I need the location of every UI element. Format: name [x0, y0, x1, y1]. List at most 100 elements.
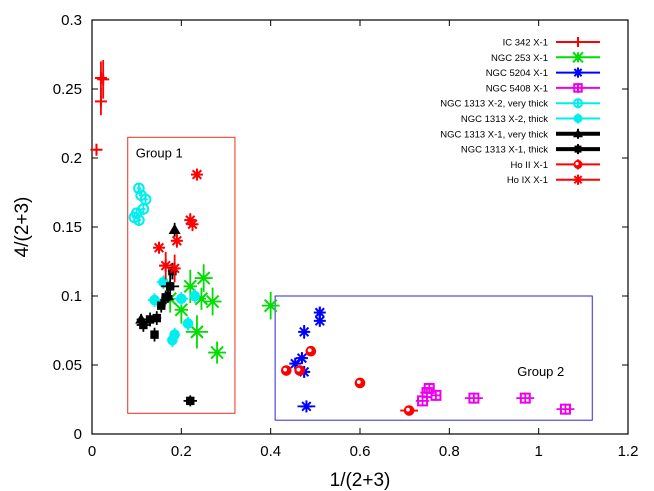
marker: [174, 303, 189, 317]
series-3: [289, 306, 326, 413]
marker: [157, 301, 166, 310]
series-10: [153, 168, 203, 283]
data-point: [295, 352, 308, 365]
y-tick-label: 0.05: [53, 357, 82, 374]
group-box-2: [274, 295, 593, 421]
marker: [176, 293, 187, 305]
marker: [263, 298, 278, 313]
data-point: [136, 318, 151, 332]
series-4: [415, 382, 575, 415]
marker: [573, 67, 583, 78]
legend-item: NGC 5408 X-1: [486, 82, 600, 94]
marker: [573, 128, 583, 138]
marker: [430, 389, 442, 401]
x-tick-label: 0.6: [350, 443, 371, 460]
data-point: [423, 382, 435, 394]
marker: [186, 396, 195, 406]
marker: [572, 51, 584, 64]
marker: [559, 403, 571, 415]
data-point: [168, 254, 181, 283]
marker: [90, 143, 103, 156]
data-point: [133, 214, 145, 226]
data-point: [430, 389, 442, 401]
data-point: [516, 392, 535, 404]
y-axis-title: 4/(2+3): [12, 197, 33, 258]
marker: [573, 37, 583, 47]
marker: [573, 98, 583, 109]
marker: [133, 214, 145, 226]
marker: [186, 218, 199, 231]
marker: [189, 290, 201, 302]
marker: [190, 168, 203, 181]
group-box-1: [127, 136, 236, 414]
data-point: [185, 315, 209, 349]
marker: [94, 95, 107, 108]
legend-item: NGC 1313 X-2, very thick: [440, 98, 600, 110]
marker: [159, 259, 172, 272]
marker: [150, 330, 159, 339]
data-point: [261, 291, 280, 320]
data-point: [159, 251, 173, 280]
marker: [190, 325, 204, 339]
marker: [168, 223, 181, 234]
marker: [423, 382, 435, 394]
marker: [305, 345, 317, 357]
data-point: [170, 233, 183, 248]
y-tick-label: 0.3: [61, 12, 82, 29]
data-point: [297, 400, 316, 413]
marker: [152, 313, 161, 323]
marker: [281, 365, 292, 376]
x-tick-label: 0.8: [439, 443, 460, 460]
marker: [354, 377, 366, 389]
x-tick-label: 0.2: [171, 443, 192, 460]
marker: [97, 73, 110, 86]
legend-label: IC 342 X-1: [503, 38, 548, 49]
marker: [294, 365, 306, 376]
marker: [298, 325, 311, 338]
marker: [313, 306, 326, 319]
data-point: [152, 311, 162, 325]
marker: [573, 159, 583, 169]
data-point: [153, 241, 165, 254]
data-point: [556, 403, 575, 415]
data-point: [133, 182, 145, 195]
data-point: [305, 345, 317, 357]
marker: [313, 314, 326, 327]
x-tick-label: 1: [534, 443, 542, 460]
marker: [573, 114, 583, 123]
group-label-2: Group 2: [517, 364, 564, 379]
marker: [94, 71, 107, 84]
marker: [165, 282, 175, 291]
data-point: [161, 272, 180, 301]
series-5: [128, 182, 152, 226]
marker: [133, 182, 145, 195]
marker: [196, 271, 211, 285]
data-point: [90, 143, 103, 156]
x-tick-label: 1.2: [618, 443, 639, 460]
data-point: [182, 316, 194, 331]
legend-item: IC 342 X-1: [503, 37, 600, 49]
legend-label: Ho IX X-1: [507, 175, 548, 186]
series-9: [281, 345, 419, 416]
data-point: [94, 87, 107, 116]
legend-item: NGC 253 X-1: [491, 51, 600, 64]
marker: [182, 318, 194, 329]
data-point: [294, 365, 306, 376]
data-point: [189, 289, 201, 303]
marker: [139, 320, 148, 330]
marker: [573, 174, 583, 185]
group-label-1: Group 1: [136, 145, 183, 160]
y-tick-label: 0.15: [53, 219, 82, 236]
data-point: [97, 60, 110, 99]
legend-label: NGC 253 X-1: [491, 53, 548, 64]
legend-label: NGC 1313 X-2, thick: [461, 114, 548, 125]
x-tick-label: 0.4: [260, 443, 281, 460]
legend-item: NGC 1313 X-1, very thick: [440, 128, 600, 140]
legend-item: NGC 5204 X-1: [486, 67, 600, 79]
legend-item: Ho IX X-1: [507, 174, 600, 186]
marker: [170, 234, 183, 247]
series-2: [163, 264, 280, 364]
marker: [161, 293, 170, 302]
